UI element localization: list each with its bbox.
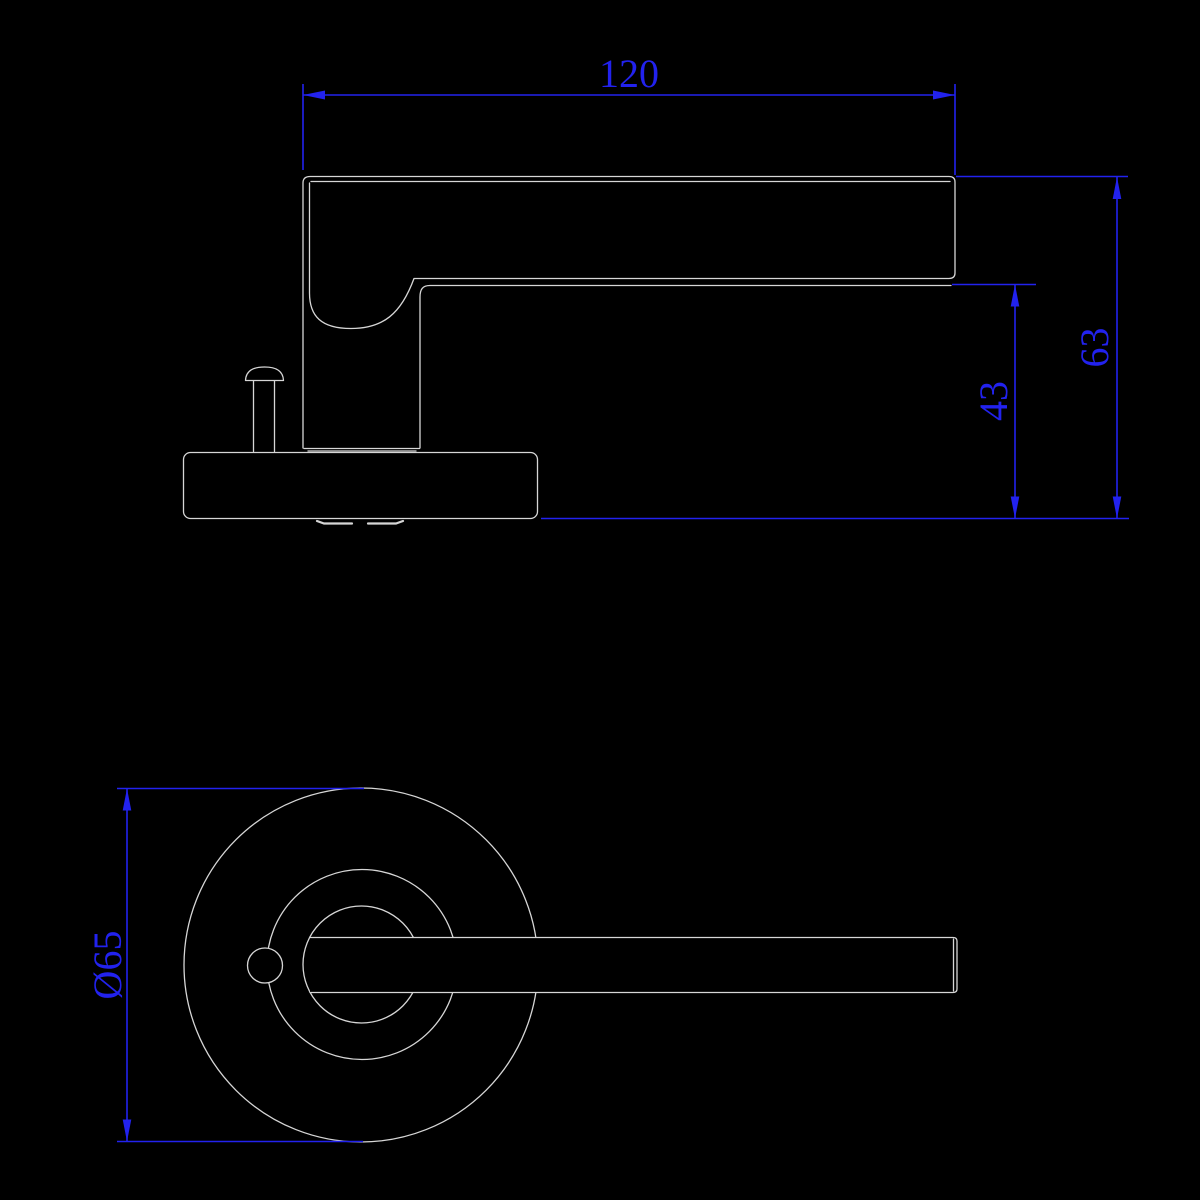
extension-lines-120 bbox=[302, 84, 956, 175]
arrow-bottom-65 bbox=[122, 1119, 132, 1142]
dimension-rose-diameter: Ø65 bbox=[85, 787, 364, 1143]
dimension-label-63: 63 bbox=[1072, 328, 1117, 368]
front-face-view: Ø65 bbox=[85, 787, 958, 1143]
arrow-top-43 bbox=[1010, 284, 1020, 307]
rose-side-profile bbox=[182, 451, 539, 520]
dimension-lever-length: 120 bbox=[302, 51, 956, 175]
extension-lines-65 bbox=[117, 787, 364, 1143]
neck-base-line bbox=[303, 447, 421, 452]
dimension-label-43: 43 bbox=[971, 381, 1016, 421]
lever-outline bbox=[302, 175, 956, 449]
arrow-bottom-63 bbox=[1112, 496, 1122, 519]
dimension-grip-clearance: 43 bbox=[952, 283, 1036, 519]
lever-bar-outline bbox=[309, 936, 958, 994]
fixing-pin-stem bbox=[252, 380, 276, 453]
dimension-label-120: 120 bbox=[599, 51, 659, 96]
fixing-pin-front-circle bbox=[246, 947, 284, 984]
fixing-pin-head bbox=[244, 366, 285, 382]
lever-bar-mask bbox=[310, 937, 957, 993]
side-profile-view: 120 63 43 bbox=[182, 51, 1129, 525]
arrow-bottom-43 bbox=[1010, 496, 1020, 519]
arrow-right-120 bbox=[933, 90, 955, 100]
dimension-label-65: Ø65 bbox=[85, 931, 130, 1000]
dimension-total-projection: 63 bbox=[956, 175, 1128, 519]
spindle-tabs bbox=[315, 519, 405, 525]
arrow-top-63 bbox=[1112, 177, 1122, 199]
lever-bottom-silhouette-and-neck-edge bbox=[419, 284, 952, 449]
arrow-top-65 bbox=[122, 788, 132, 811]
arrow-left-120 bbox=[303, 90, 325, 100]
